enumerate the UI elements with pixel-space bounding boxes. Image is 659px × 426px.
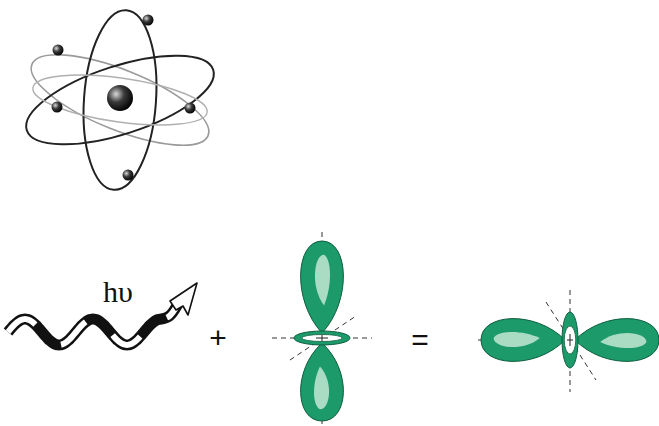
orbital-lobe	[575, 319, 659, 362]
electron	[143, 15, 154, 26]
photon-energy-label: hυ	[103, 277, 133, 307]
atom-illustration	[16, 8, 223, 193]
electron-orbit	[30, 66, 210, 134]
electron-orbit	[16, 37, 223, 162]
axis-line	[570, 290, 571, 392]
equals-sign: =	[411, 325, 429, 355]
orbital-ring	[294, 331, 350, 345]
orbital-lobe	[481, 319, 565, 362]
electron	[185, 103, 196, 114]
vertical-orbital	[272, 232, 372, 424]
electron	[52, 102, 63, 113]
electron-orbit	[78, 8, 162, 193]
orbital-ring	[562, 312, 578, 368]
electron	[53, 45, 64, 56]
plus-sign: +	[209, 323, 227, 353]
orbital-lobe	[301, 241, 344, 333]
photon-wave	[8, 283, 197, 345]
orbital-lobe	[301, 343, 344, 421]
electron	[123, 170, 134, 181]
nucleus	[107, 85, 133, 111]
horizontal-orbital	[478, 290, 659, 392]
